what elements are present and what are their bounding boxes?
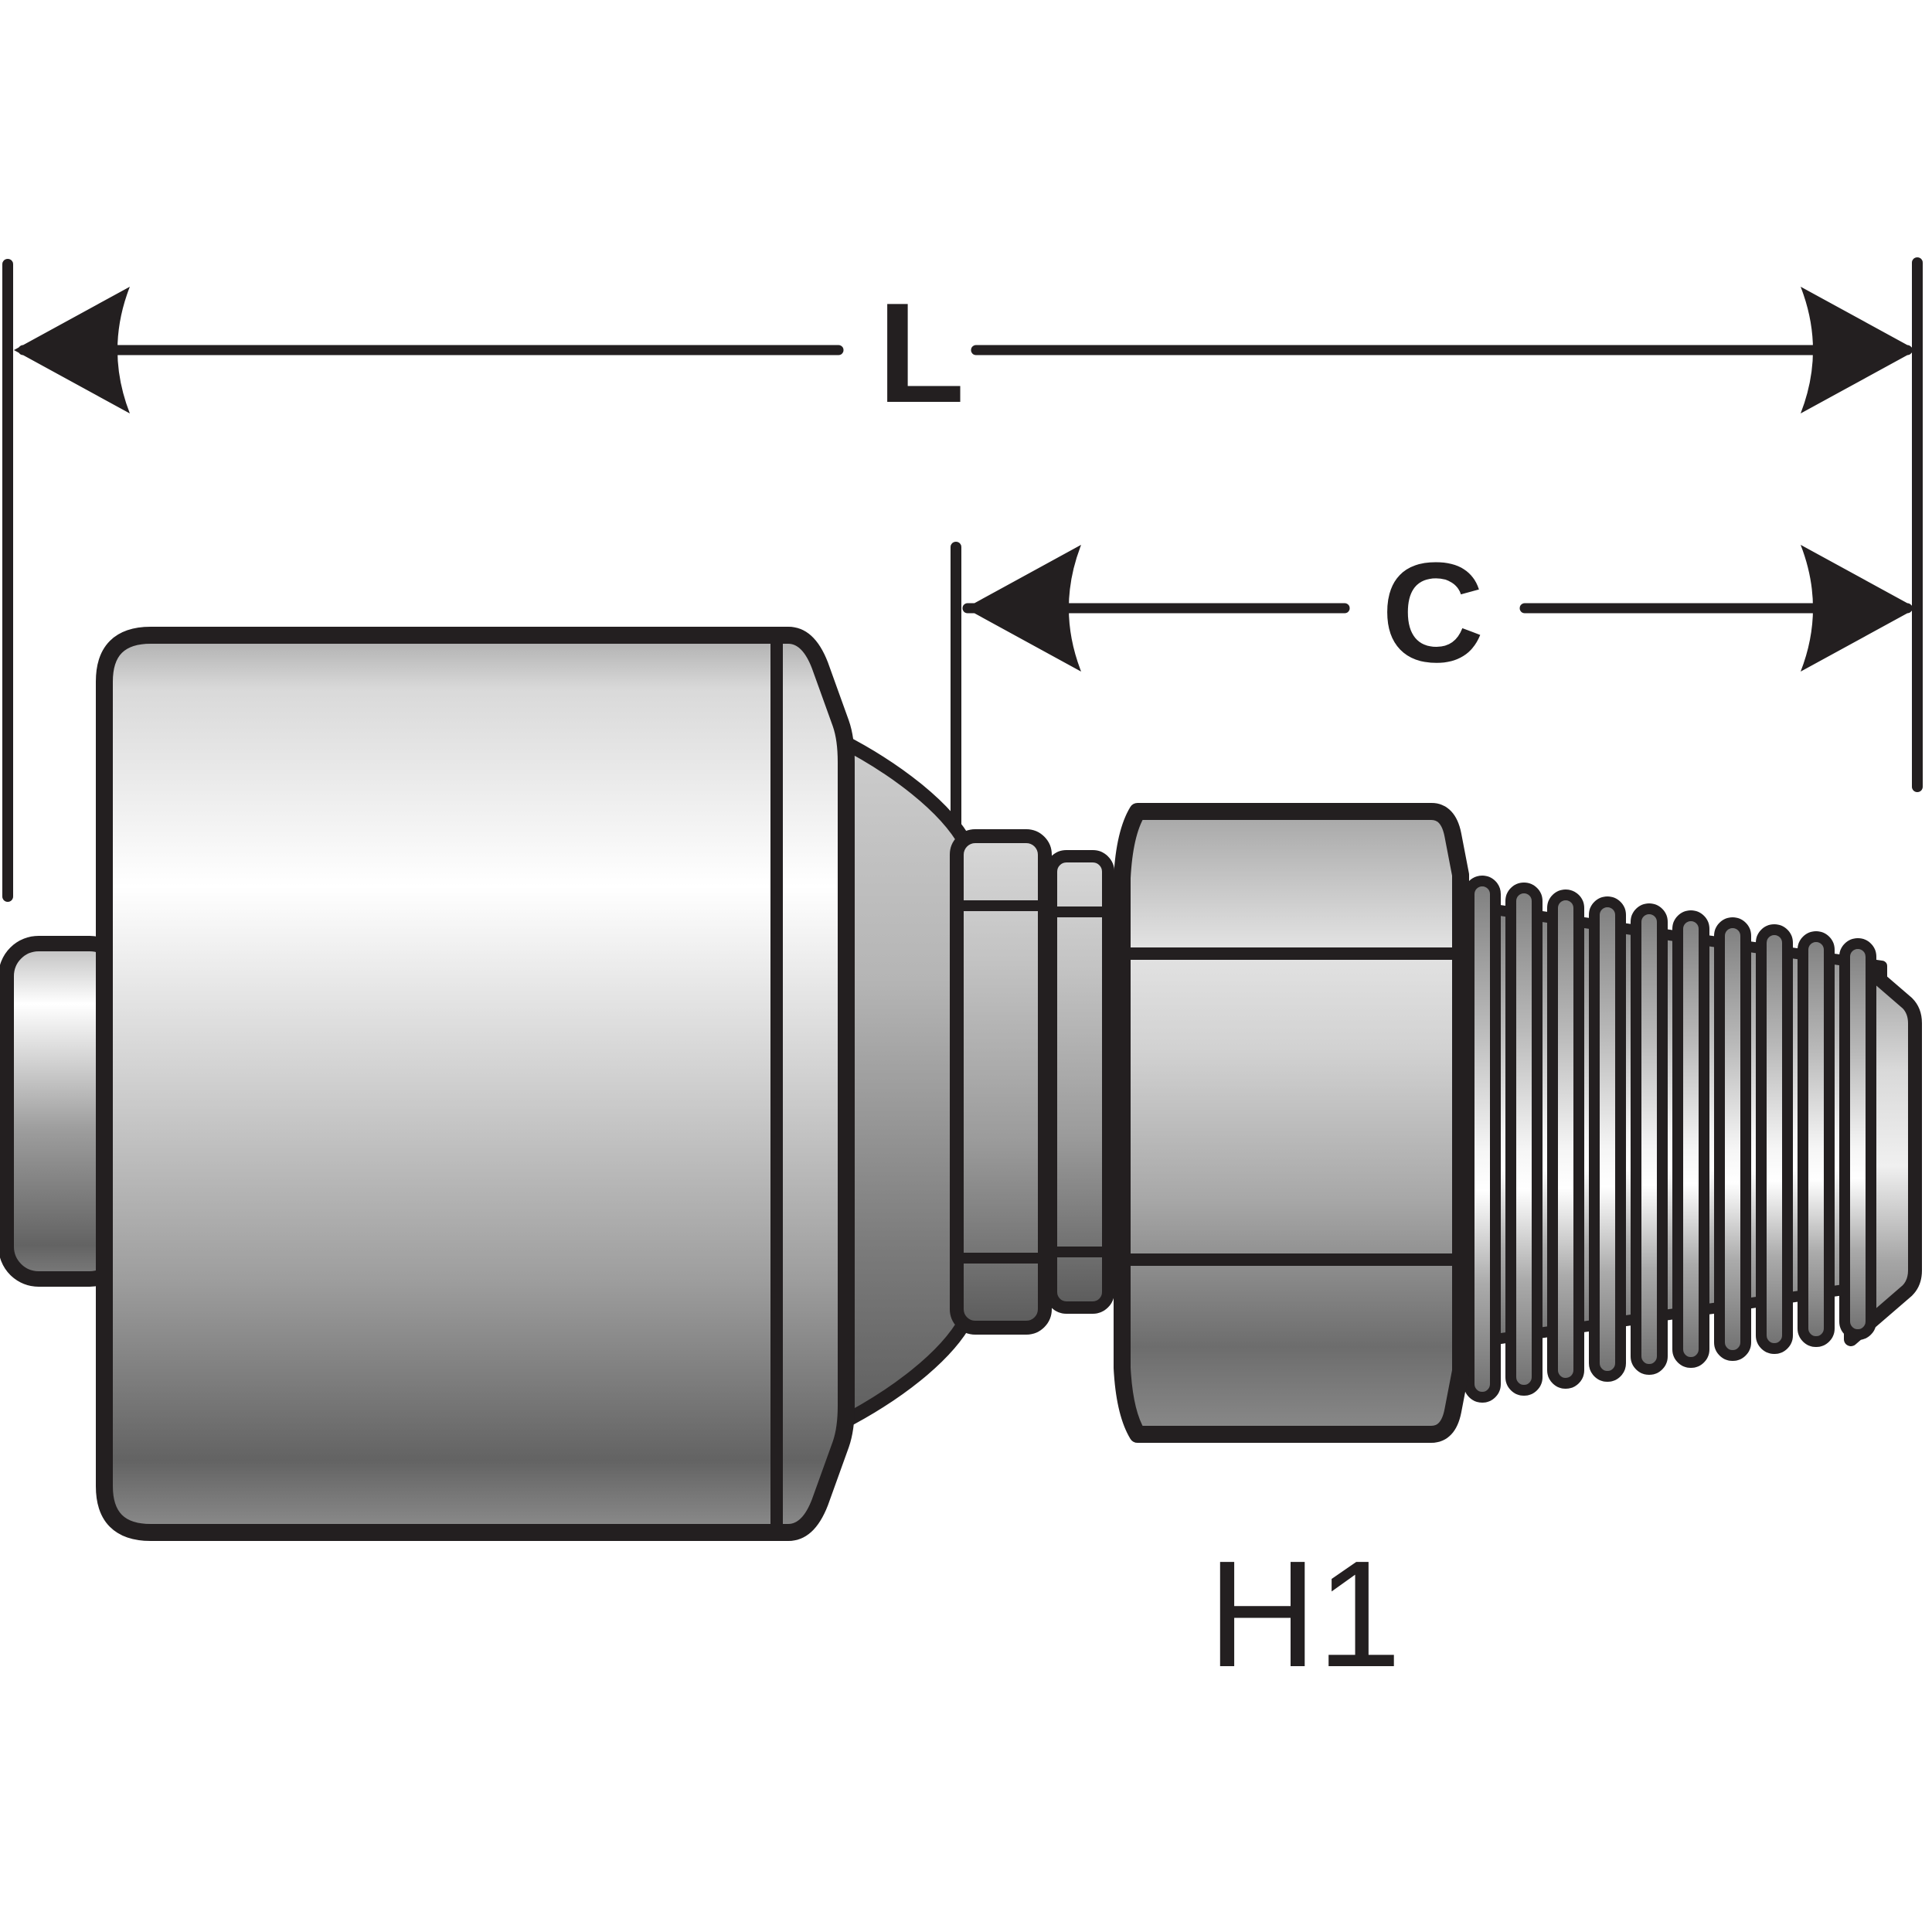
thread-crest [1714, 917, 1751, 1361]
thread-crest [1672, 910, 1709, 1368]
thread-crest [1505, 883, 1543, 1396]
dimension-c: C [951, 532, 1917, 831]
dimension-arrowhead-left-icon [965, 545, 1081, 672]
hex-nut [1114, 803, 1469, 1443]
dimension-label-c: C [1382, 532, 1485, 692]
part-label: H1 [1208, 1529, 1402, 1699]
thread-crest [1756, 924, 1793, 1354]
dimension-l: L [2, 257, 1923, 902]
thread-crest [1839, 938, 1876, 1340]
thread-crest [1631, 903, 1668, 1375]
thread-crests [1464, 876, 1876, 1403]
crimp-shell [96, 627, 855, 1541]
fitting-body [0, 627, 1922, 1541]
thread-crest [1589, 896, 1626, 1382]
dimension-arrowhead-left-icon [14, 287, 130, 413]
dimension-arrowhead-right-icon [1801, 545, 1917, 672]
dimension-arrowhead-right-icon [1801, 287, 1917, 413]
collar-rib-1 [950, 829, 1052, 1335]
taper-neck [834, 733, 973, 1430]
thread-crest [1798, 931, 1835, 1347]
dimension-label-l: L [878, 273, 964, 432]
thread-crest [1464, 876, 1501, 1403]
thread-crest [1547, 889, 1584, 1389]
collar-rib-2 [1045, 850, 1114, 1314]
